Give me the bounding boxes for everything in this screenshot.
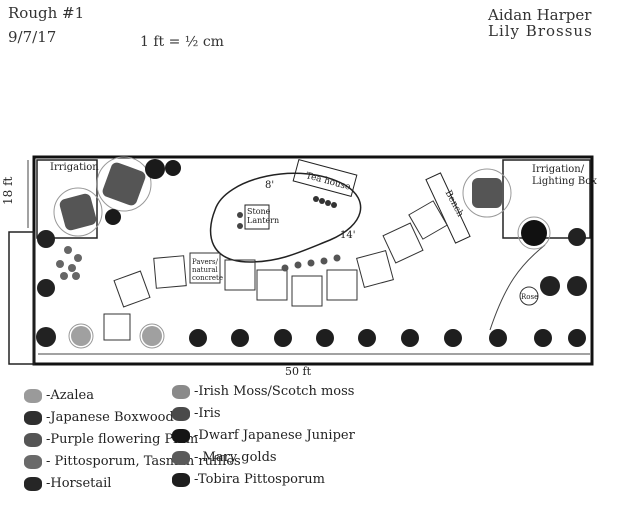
plum-canopy (96, 156, 152, 212)
azalea (71, 326, 91, 346)
author-2: Lily Brossus (488, 22, 593, 40)
tea-house-label: Tea house (305, 171, 352, 193)
tea-house (292, 158, 358, 198)
stone-lantern (244, 204, 270, 230)
legend-label: -Irish Moss/Scotch moss (194, 384, 355, 399)
plum-canopy (53, 187, 103, 237)
boxwood (568, 228, 586, 246)
side-strip (8, 231, 35, 365)
iris (237, 223, 243, 229)
plum-canopy (462, 168, 512, 218)
iris (237, 212, 243, 218)
legend-label: - Mary golds (194, 450, 277, 465)
bottom-row-plants (36, 323, 586, 349)
legend-swatch-icon (172, 472, 190, 487)
legend-item: -Purple flowering Plum (24, 432, 198, 447)
height-label: 18 ft (1, 176, 15, 205)
bench (425, 172, 471, 244)
boxwood (540, 276, 560, 296)
legend-swatch-icon (24, 476, 42, 491)
legend-label: -Horsetail (46, 476, 112, 491)
pavers-natural-concrete-box (189, 252, 221, 284)
marigold-cluster (56, 246, 82, 280)
plum-tree (472, 178, 502, 208)
azalea (142, 326, 162, 346)
scale-note: 1 ft = ½ cm (140, 34, 224, 50)
legend-item: - Mary golds (172, 450, 277, 465)
legend-label: -Tobira Pittosporum (194, 472, 325, 487)
plum-tree (59, 193, 97, 231)
legend-item: -Azalea (24, 388, 94, 403)
legend-item: -Japanese Boxwood (24, 410, 174, 425)
legend-item: -Iris (172, 406, 221, 421)
legend-swatch-icon (172, 406, 190, 421)
dim-14-label: 14' (340, 230, 355, 241)
legend-swatch-icon (172, 384, 190, 399)
legend-swatch-icon (24, 388, 42, 403)
moss-island (209, 172, 362, 263)
legend-item: - Pittosporum, Tasman ruffles (24, 454, 241, 469)
boxwood (37, 230, 55, 248)
right-path-edge (489, 244, 546, 331)
pavers-label-2: natural (192, 266, 219, 274)
legend-swatch-icon (24, 410, 42, 425)
juniper (105, 209, 121, 225)
legend-item: -Dwarf Japanese Juniper (172, 428, 355, 443)
legend-swatch-icon (172, 428, 190, 443)
boxwood (567, 276, 587, 296)
pavers-label-3: concrete (192, 274, 223, 282)
legend-label: -Azalea (46, 388, 94, 403)
tea-house-shrubs (313, 196, 337, 208)
irrigation-right-label-1: Irrigation/ (532, 164, 585, 175)
irrigation-box-right (502, 159, 591, 239)
legend-item: -Horsetail (24, 476, 111, 491)
irrigation-right-label-2: Lighting Box (532, 176, 597, 187)
legend-item: -Irish Moss/Scotch moss (172, 384, 354, 399)
legend-item: -Tobira Pittosporum (172, 472, 325, 487)
pavers-label-1: Pavers/ (192, 258, 219, 266)
stone-lantern-label-1: Stone (247, 207, 271, 216)
plum-tree (102, 162, 146, 206)
marigolds-along-path (281, 254, 341, 272)
irrigation-left-label: Irrigation (50, 162, 99, 173)
irrigation-box-left (36, 159, 98, 239)
legend-swatch-icon (24, 432, 42, 447)
juniper (145, 159, 165, 179)
juniper (165, 160, 181, 176)
bench-label: Bench (443, 189, 465, 219)
author-1: Aidan Harper (488, 6, 592, 24)
juniper (521, 220, 547, 246)
legend-label: -Japanese Boxwood (46, 410, 174, 425)
dim-8-label: 8' (265, 180, 274, 191)
juniper-canopy (517, 216, 551, 250)
legend-swatch-icon (24, 454, 42, 469)
sheet-date: 9/7/17 (8, 28, 57, 46)
legend-swatch-icon (172, 450, 190, 465)
stone-lantern-label-2: Lantern (247, 216, 279, 225)
rose-label: Rose (521, 293, 538, 301)
legend-label: -Dwarf Japanese Juniper (194, 428, 355, 443)
legend-label: - Pittosporum, Tasman ruffles (46, 454, 241, 469)
width-label: 50 ft (285, 365, 312, 378)
paver-path (103, 200, 448, 341)
legend-label: -Purple flowering Plum (46, 432, 199, 447)
boxwood (37, 279, 55, 297)
sheet-title: Rough #1 (8, 4, 85, 22)
rose (519, 286, 539, 306)
legend-label: -Iris (194, 406, 221, 421)
